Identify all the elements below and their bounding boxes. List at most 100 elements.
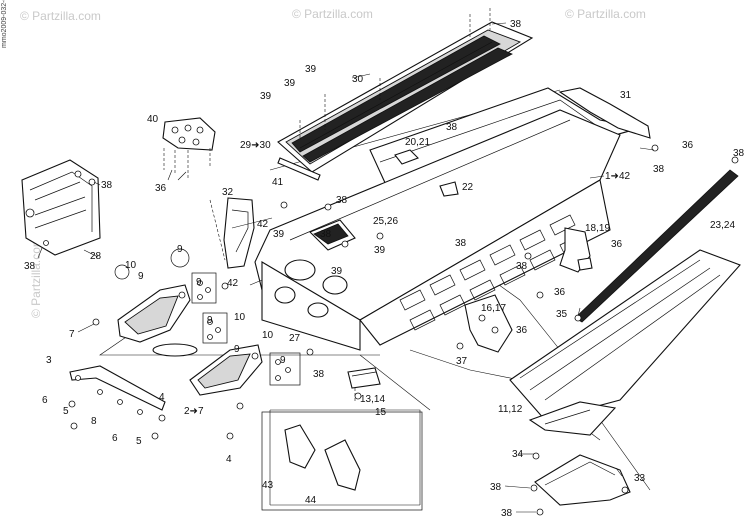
- label-33: 33: [634, 473, 646, 484]
- label-38k: 38: [313, 369, 325, 380]
- bracket-40: [162, 117, 216, 180]
- label-25: 25,26: [373, 216, 398, 227]
- label-38f: 38: [336, 195, 348, 206]
- step-13-14: [347, 367, 381, 402]
- callout-labels: 38 30 39 39 39 31 40 29➜30 38 20,21 36 3…: [24, 19, 745, 519]
- label-36d: 36: [554, 287, 566, 298]
- inset-box: [261, 411, 423, 511]
- hardware-circles: [114, 248, 190, 280]
- label-37: 37: [456, 356, 468, 367]
- label-5a: 5: [63, 406, 69, 417]
- label-38j: 38: [516, 261, 528, 272]
- label-6a: 6: [42, 395, 48, 406]
- hardware-box-1: [191, 272, 217, 304]
- label-9e: 9: [234, 344, 240, 355]
- label-40: 40: [147, 114, 159, 125]
- label-43: 43: [262, 480, 274, 491]
- watermark-text-3: © Partzilla.com: [565, 7, 646, 21]
- label-3: 3: [46, 355, 52, 366]
- label-6b: 6: [112, 433, 118, 444]
- bracket-16-17: [464, 294, 513, 353]
- label-39e: 39: [374, 245, 386, 256]
- watermark: © Partzilla.com © Partzilla.com © Partzi…: [1, 0, 646, 318]
- label-27: 27: [289, 333, 301, 344]
- label-15: 15: [375, 407, 387, 418]
- label-11: 11,12: [498, 404, 523, 415]
- label-2: 2➜7: [184, 406, 204, 417]
- label-42b: 42: [227, 278, 239, 289]
- label-39a: 39: [305, 64, 317, 75]
- label-7a: 7: [69, 329, 75, 340]
- label-42a: 42: [257, 219, 269, 230]
- label-9f: 9: [280, 355, 286, 366]
- label-22: 22: [462, 182, 474, 193]
- label-16: 16,17: [481, 303, 506, 314]
- label-4b: 4: [226, 454, 232, 465]
- hardware-box-3: [269, 352, 301, 386]
- bracket-18-19: [559, 227, 593, 273]
- leader-lines: [37, 22, 655, 513]
- label-36b: 36: [155, 183, 167, 194]
- label-5b: 5: [136, 436, 142, 447]
- tunnel-holes: [274, 259, 348, 318]
- label-1: 1➜42: [605, 171, 631, 182]
- label-9d: 9: [207, 315, 213, 326]
- label-10c: 10: [262, 330, 274, 341]
- label-8: 8: [91, 416, 97, 427]
- label-10b: 10: [234, 312, 246, 323]
- label-9a: 9: [177, 244, 183, 255]
- label-32: 32: [222, 187, 234, 198]
- support-32: [209, 197, 255, 269]
- label-34: 34: [512, 449, 524, 460]
- bracket-11-12: [528, 401, 617, 436]
- label-38i: 38: [24, 261, 36, 272]
- label-38m: 38: [501, 508, 513, 519]
- label-39c: 39: [260, 91, 272, 102]
- panel-28: [21, 159, 101, 256]
- label-18: 18,19: [585, 223, 610, 234]
- main-tunnel: [254, 109, 621, 351]
- label-36e: 36: [516, 325, 528, 336]
- rail-23-24: [574, 156, 739, 323]
- small-parts-top: [324, 149, 459, 248]
- watermark-text-1: © Partzilla.com: [20, 9, 101, 23]
- front-bracket-upper: [117, 284, 191, 343]
- label-20: 20,21: [405, 137, 430, 148]
- watermark-text-4: © Partzilla.com: [29, 237, 43, 318]
- label-38b: 38: [446, 122, 458, 133]
- label-39b: 39: [284, 78, 296, 89]
- label-23: 23,24: [710, 220, 735, 231]
- label-39f: 39: [331, 266, 343, 277]
- label-41: 41: [272, 177, 284, 188]
- label-4a: 4: [159, 392, 165, 403]
- label-30: 30: [352, 74, 364, 85]
- center-plate-27: [152, 343, 198, 357]
- front-bracket-lower: [189, 344, 263, 396]
- label-9c: 9: [196, 277, 202, 288]
- label-10a: 10: [125, 260, 137, 271]
- label-44: 44: [305, 495, 317, 506]
- top-rail-assembly: [277, 8, 534, 181]
- label-35: 35: [556, 309, 568, 320]
- slide-grid: [509, 249, 741, 421]
- label-38e: 38: [101, 180, 113, 191]
- label-38g: 38: [320, 229, 332, 240]
- label-9b: 9: [138, 271, 144, 282]
- fasteners: [68, 144, 659, 516]
- label-36c: 36: [611, 239, 623, 250]
- label-39d: 39: [273, 229, 285, 240]
- label-29: 29➜30: [240, 140, 271, 151]
- hardware-box-2: [202, 312, 228, 344]
- label-38h: 38: [455, 238, 467, 249]
- bumper-bar-3-8: [69, 365, 166, 415]
- drawing-code: mmo2009-032-001_a: [1, 0, 8, 48]
- label-38d: 38: [733, 148, 745, 159]
- label-31: 31: [620, 90, 632, 101]
- label-13: 13,14: [360, 394, 385, 405]
- label-28: 28: [90, 251, 102, 262]
- bumper-33: [534, 454, 631, 506]
- label-38c: 38: [653, 164, 665, 175]
- label-38l: 38: [490, 482, 502, 493]
- label-36a: 36: [682, 140, 694, 151]
